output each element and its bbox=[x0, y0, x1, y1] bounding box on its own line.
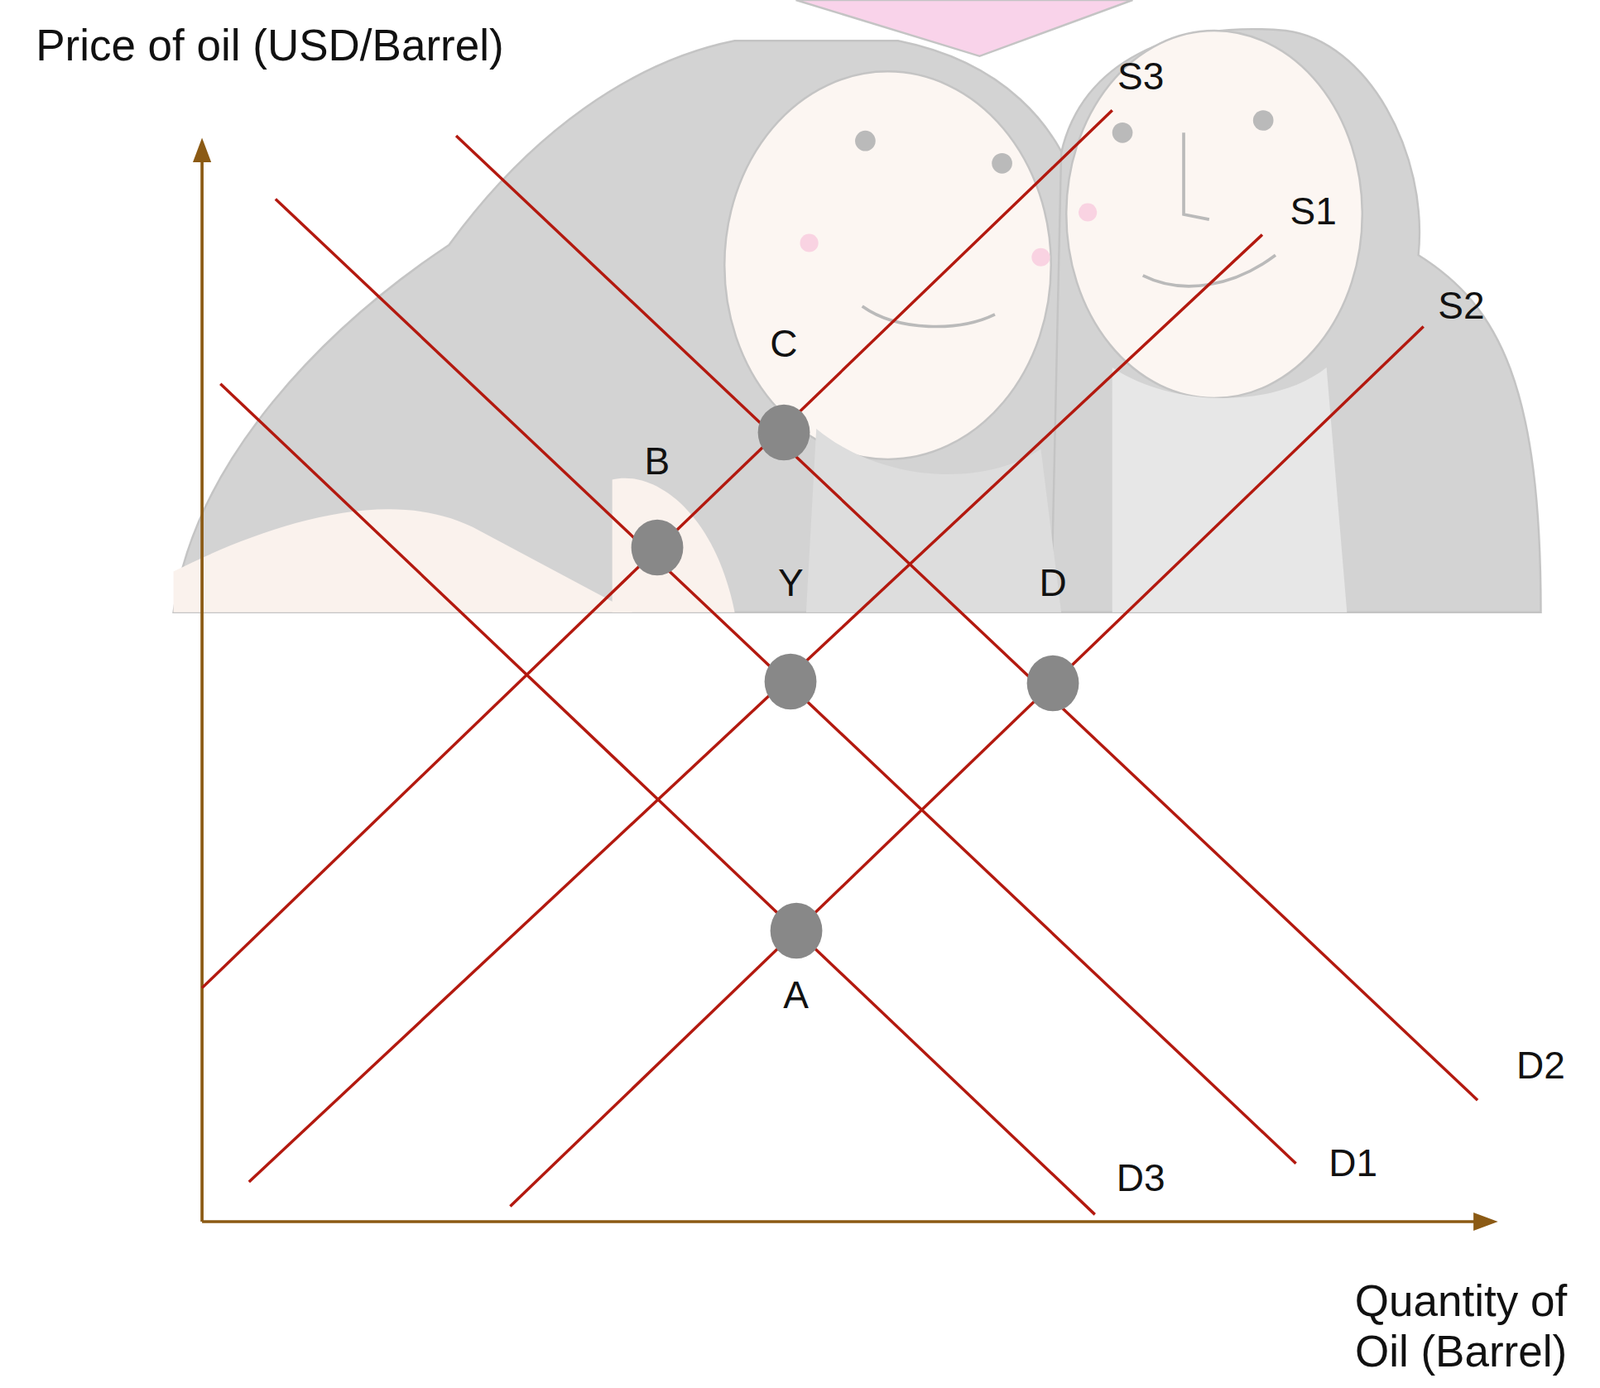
point-dot bbox=[1027, 655, 1080, 712]
point-label: B bbox=[644, 440, 671, 483]
point-label: D bbox=[1039, 562, 1067, 605]
curve-label: S2 bbox=[1437, 283, 1485, 328]
supply-curve bbox=[201, 110, 1113, 988]
point-dot bbox=[630, 519, 683, 577]
curve-label: D1 bbox=[1328, 1141, 1378, 1186]
curve-label: D3 bbox=[1116, 1156, 1166, 1201]
watermark-illustration bbox=[173, 0, 1542, 613]
point-marker bbox=[763, 653, 817, 711]
equilibrium-point: C bbox=[757, 403, 811, 462]
equilibrium-point: D bbox=[1026, 654, 1080, 712]
point-marker bbox=[1026, 654, 1080, 712]
point-marker bbox=[757, 403, 811, 462]
equilibrium-point: A bbox=[769, 902, 823, 960]
curve-label: S1 bbox=[1289, 189, 1336, 234]
price-axis bbox=[200, 154, 204, 1222]
curve-label: D2 bbox=[1516, 1043, 1566, 1088]
axes bbox=[192, 137, 1499, 1231]
supply-curve bbox=[249, 235, 1263, 1182]
demand-curve bbox=[275, 198, 1297, 1163]
point-marker bbox=[769, 902, 823, 960]
curve-label: S3 bbox=[1117, 54, 1164, 99]
point-dot bbox=[764, 653, 817, 711]
axis-arrowhead bbox=[1473, 1212, 1499, 1231]
point-label: C bbox=[769, 322, 798, 366]
axis-title: Quantity of Oil (Barrel) bbox=[1328, 1276, 1594, 1378]
equilibrium-point: B bbox=[630, 518, 684, 577]
quantity-axis bbox=[201, 1220, 1480, 1224]
point-marker bbox=[630, 518, 684, 577]
demand-curve bbox=[456, 135, 1478, 1101]
point-label: Y bbox=[778, 562, 804, 605]
demand-curve bbox=[220, 384, 1095, 1216]
axis-title: Price of oil (USD/Barrel) bbox=[35, 20, 504, 72]
supply-curve bbox=[509, 326, 1423, 1207]
point-dot bbox=[757, 404, 810, 462]
point-label: A bbox=[783, 974, 809, 1017]
point-dot bbox=[769, 902, 822, 959]
axis-arrowhead bbox=[192, 137, 212, 163]
equilibrium-point: Y bbox=[763, 653, 817, 711]
